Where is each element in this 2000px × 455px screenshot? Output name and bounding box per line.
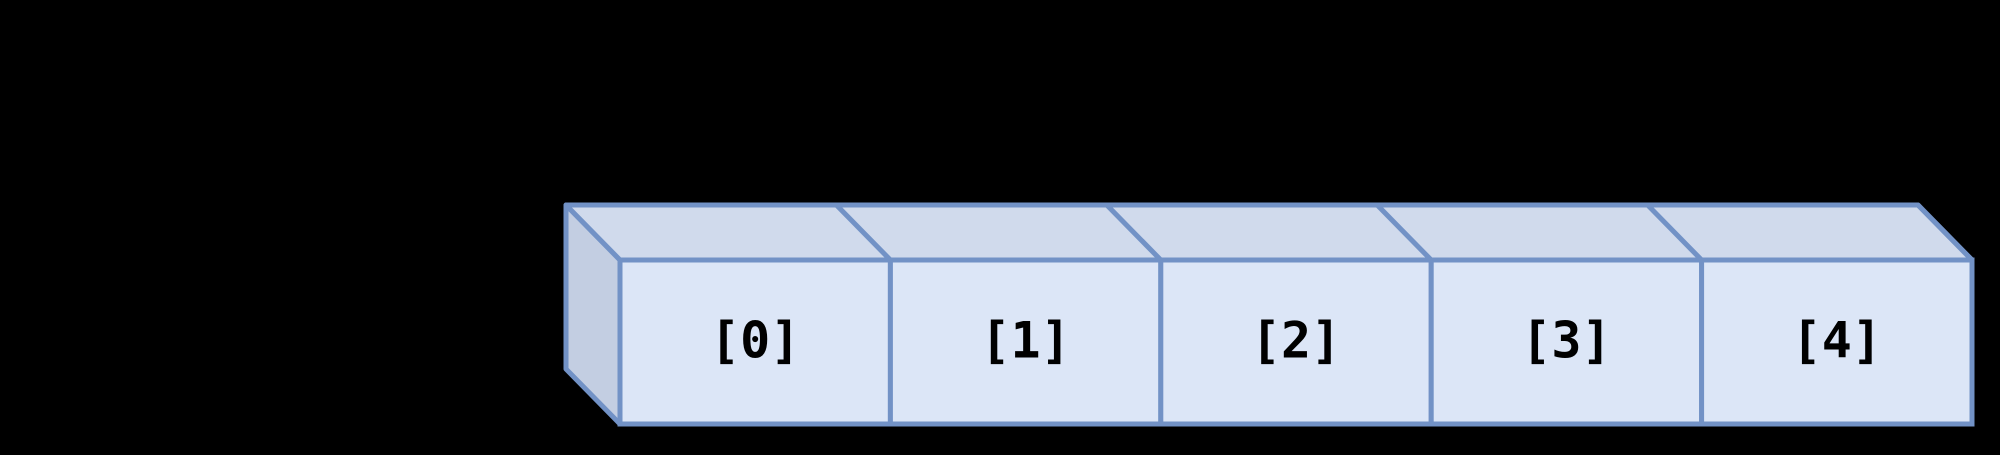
array-cell-label-1: [1] xyxy=(980,312,1070,370)
array-top-face xyxy=(566,205,1972,260)
array-cell-label-3: [3] xyxy=(1521,312,1611,370)
array-cell-label-0: [0] xyxy=(710,312,800,370)
array-cell-label-4: [4] xyxy=(1792,312,1882,370)
array-cell-label-2: [2] xyxy=(1251,312,1341,370)
